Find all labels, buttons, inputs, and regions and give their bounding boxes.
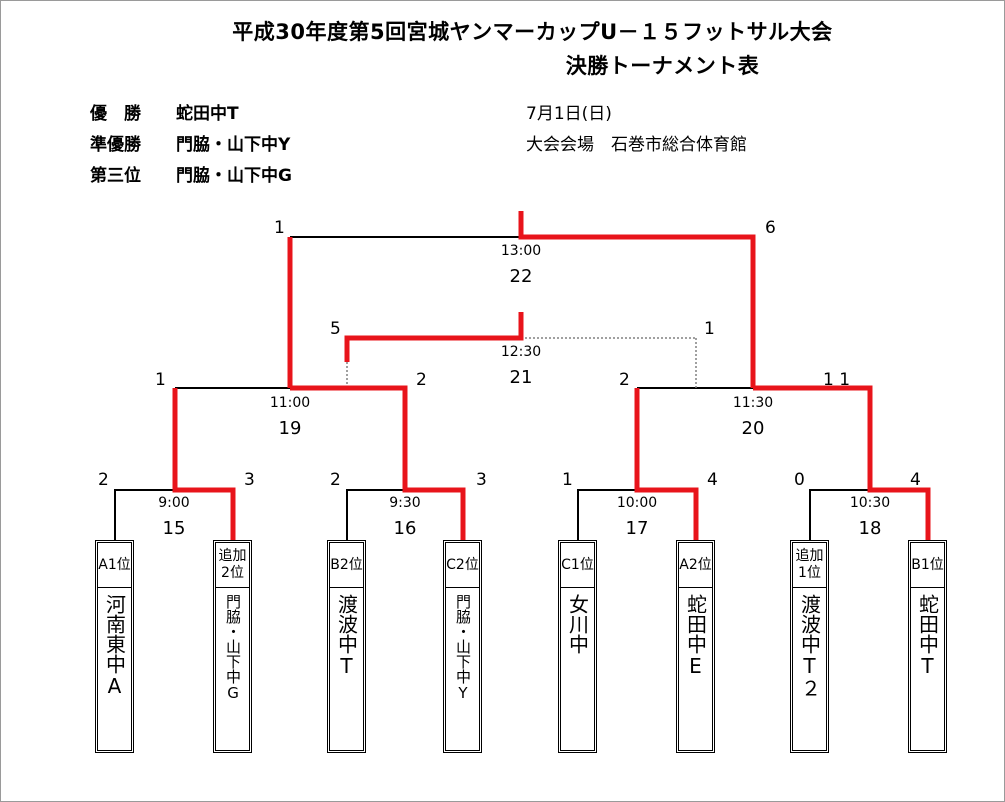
score: 4 bbox=[707, 470, 718, 490]
team-box: A2位 蛇田中E bbox=[676, 540, 715, 753]
winner-line bbox=[753, 385, 931, 540]
team-box: B1位 蛇田中T bbox=[908, 540, 947, 753]
match-time: 11:00 bbox=[270, 395, 310, 411]
match-time: 12:30 bbox=[501, 344, 541, 360]
bracket-line bbox=[346, 489, 405, 540]
score: 2 bbox=[98, 470, 109, 490]
winner-lines bbox=[172, 211, 931, 540]
scores: 2 3 2 3 1 4 0 4 1 2 2 1 1 5 1 1 6 bbox=[98, 218, 921, 490]
team-name: 蛇田中E bbox=[683, 594, 708, 678]
score: 3 bbox=[244, 470, 255, 490]
match-number: 18 bbox=[859, 518, 882, 539]
bracket-line bbox=[809, 489, 870, 540]
score: 1 bbox=[704, 319, 715, 339]
match-number: 15 bbox=[163, 518, 186, 539]
bracket-line bbox=[577, 489, 637, 540]
score: 1 bbox=[562, 470, 573, 490]
score: 4 bbox=[910, 470, 921, 490]
winner-line bbox=[344, 312, 524, 362]
result-team: 蛇田中T bbox=[176, 104, 239, 124]
team-box: C2位 門脇・山下中Y bbox=[443, 540, 482, 753]
match-time: 10:30 bbox=[850, 495, 890, 511]
event-date: 7月1日(日) bbox=[526, 104, 612, 124]
result-team: 門脇・山下中G bbox=[176, 166, 292, 186]
score: 1 bbox=[155, 370, 166, 390]
score: 5 bbox=[330, 319, 341, 339]
result-third: 第三位 門脇・山下中G bbox=[90, 161, 292, 186]
team-seed: 追加 2位 bbox=[216, 543, 249, 588]
score: 2 bbox=[330, 470, 341, 490]
team-box: 追加 2位 門脇・山下中G bbox=[213, 540, 252, 753]
third-place-lines bbox=[346, 337, 697, 388]
team-seed: C1位 bbox=[561, 543, 594, 588]
team-name: 河南東中A bbox=[102, 594, 127, 698]
score: 3 bbox=[476, 470, 487, 490]
match-number: 21 bbox=[510, 367, 533, 388]
team-box: 追加 1位 渡波中T２ bbox=[790, 540, 829, 753]
score: 1 1 bbox=[823, 370, 850, 390]
team-name: 門脇・山下中Y bbox=[454, 594, 472, 702]
result-label: 準優勝 bbox=[90, 135, 141, 155]
score: 1 bbox=[274, 218, 285, 238]
score: 2 bbox=[619, 370, 630, 390]
match-times: 9:00 9:30 10:00 10:30 11:00 11:30 12:30 … bbox=[158, 243, 890, 511]
result-runner-up: 準優勝 門脇・山下中Y bbox=[90, 130, 290, 155]
match-time: 13:00 bbox=[501, 243, 541, 259]
team-seed: B1位 bbox=[911, 543, 944, 588]
team-name: 門脇・山下中G bbox=[224, 594, 242, 702]
team-seed: A1位 bbox=[98, 543, 131, 588]
team-name: 渡波中T bbox=[334, 594, 359, 678]
team-box: C1位 女川中 bbox=[558, 540, 597, 753]
page-title: 平成30年度第5回宮城ヤンマーカップU－１５フットサル大会 bbox=[232, 20, 833, 44]
score: 0 bbox=[794, 470, 805, 490]
match-number: 22 bbox=[510, 266, 533, 287]
team-box: A1位 河南東中A bbox=[95, 540, 134, 753]
bracket-lines bbox=[114, 236, 870, 540]
team-seed: B2位 bbox=[330, 543, 363, 588]
score: 6 bbox=[765, 218, 776, 238]
team-name: 蛇田中T bbox=[915, 594, 940, 678]
result-label: 第三位 bbox=[90, 166, 141, 186]
match-number: 19 bbox=[279, 418, 302, 439]
page-subtitle: 決勝トーナメント表 bbox=[565, 54, 760, 78]
winner-line bbox=[172, 388, 236, 540]
team-seed: C2位 bbox=[446, 543, 479, 588]
result-winner: 優 勝 蛇田中T bbox=[90, 99, 239, 124]
match-time: 9:30 bbox=[389, 495, 420, 511]
event-venue: 大会会場 石巻市総合体育館 bbox=[526, 135, 747, 155]
team-name: 女川中 bbox=[565, 594, 590, 654]
match-time: 10:00 bbox=[617, 495, 657, 511]
winner-line bbox=[518, 211, 756, 388]
result-label: 優 勝 bbox=[90, 104, 141, 124]
match-time: 11:30 bbox=[733, 395, 773, 411]
match-numbers: 15 16 17 18 19 20 21 22 bbox=[163, 266, 882, 539]
team-seed: 追加 1位 bbox=[793, 543, 826, 588]
match-number: 20 bbox=[742, 418, 765, 439]
winner-line bbox=[290, 385, 466, 540]
match-time: 9:00 bbox=[158, 495, 189, 511]
result-team: 門脇・山下中Y bbox=[176, 135, 291, 155]
team-name: 渡波中T２ bbox=[797, 594, 822, 698]
team-seed: A2位 bbox=[679, 543, 712, 588]
match-number: 17 bbox=[626, 518, 649, 539]
match-number: 16 bbox=[394, 518, 417, 539]
team-box: B2位 渡波中T bbox=[327, 540, 366, 753]
winner-line bbox=[634, 388, 699, 540]
bracket-line bbox=[114, 489, 175, 540]
score: 2 bbox=[416, 370, 427, 390]
